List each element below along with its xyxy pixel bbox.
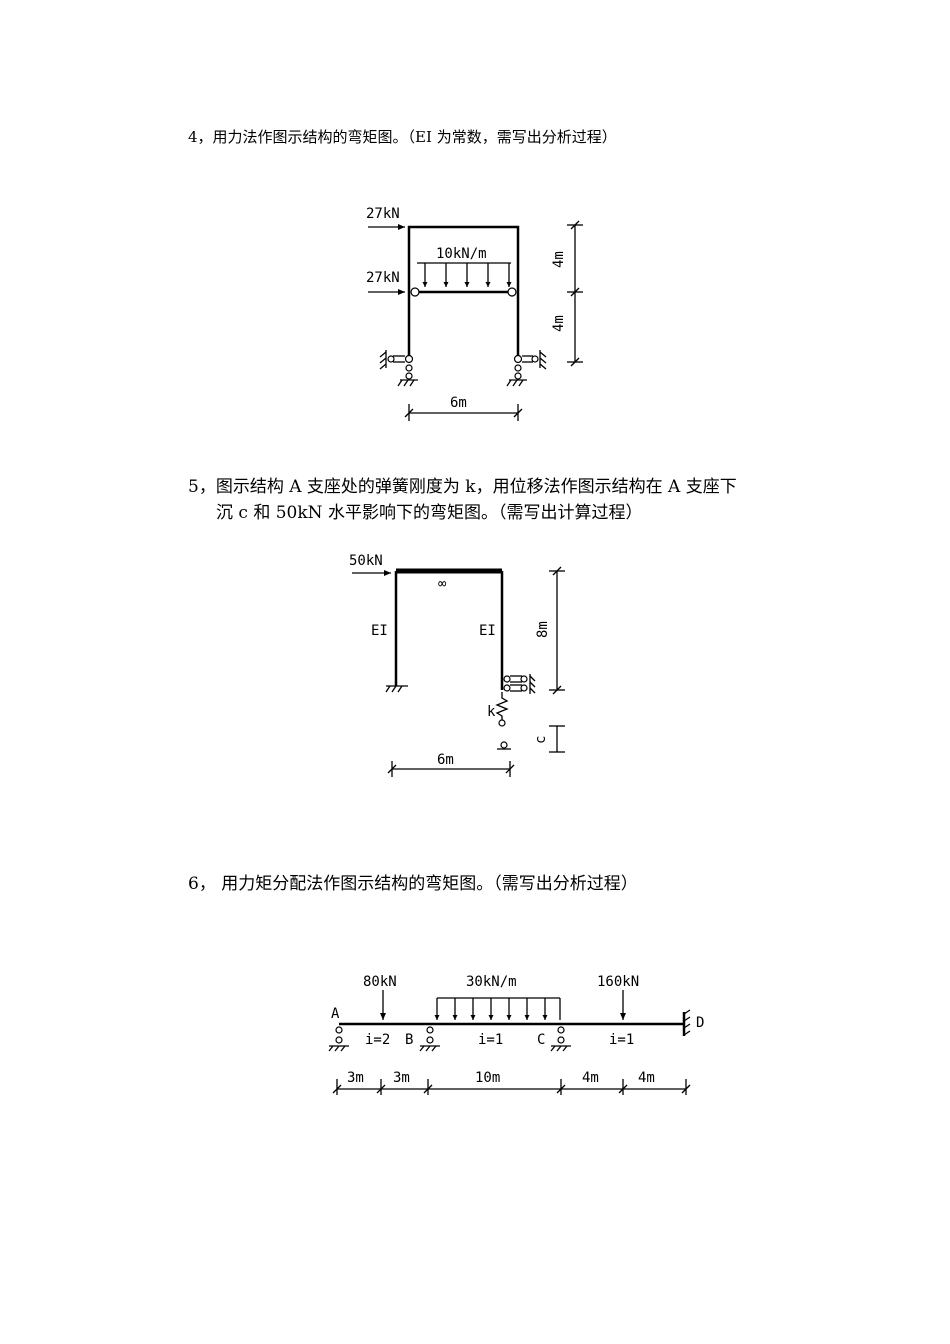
dist-load-4	[417, 262, 512, 287]
load-5-label: 50kN	[349, 553, 383, 569]
stiffness-ab-label: i=2	[365, 1032, 390, 1048]
frame-4	[407, 225, 520, 361]
point-load-1-label: 80kN	[363, 974, 397, 990]
stiffness-bc-label: i=1	[478, 1032, 503, 1048]
dist-load-6	[434, 997, 561, 1020]
dim-height-5	[549, 566, 565, 695]
support-c	[550, 1026, 571, 1052]
dim-horizontal-4	[404, 404, 523, 421]
dim-line-6	[332, 1079, 691, 1095]
support-right-4	[506, 350, 547, 387]
hinge-right-4	[507, 287, 517, 297]
infinity-label: ∞	[438, 576, 447, 592]
span-4-label: 6m	[450, 395, 467, 411]
settlement-label: c	[533, 736, 549, 744]
support-a	[328, 1026, 349, 1052]
load-top-4-label: 27kN	[366, 206, 400, 222]
stiffness-cd-label: i=1	[609, 1032, 634, 1048]
problem-5-diagram: ∞ EI EI 50kN	[349, 553, 565, 777]
dim-2-label: 3m	[393, 1070, 410, 1086]
problem-4-text: 4，用力法作图示结构的弯矩图。（EI 为常数，需写出分析过程）	[188, 128, 617, 146]
fixed-support-d	[682, 1009, 691, 1036]
ei-right-label: EI	[479, 623, 496, 639]
node-a-label: A	[331, 1006, 340, 1022]
dim-5-label: 4m	[638, 1070, 655, 1086]
problem-6-diagram: A B C D i=2 i=1 i=1 80kN 160kN 30kN/m	[328, 974, 704, 1095]
problem-6-text: 6， 用力矩分配法作图示结构的弯矩图。（需写出分析过程）	[188, 874, 638, 894]
dim-settlement-5	[549, 725, 565, 753]
dim-4-label: 4m	[582, 1070, 599, 1086]
dim-1-label: 3m	[347, 1070, 364, 1086]
problem-5-line2: 沉 c 和 50kN 水平影响下的弯矩图。（需写出计算过程）	[216, 503, 643, 523]
dim-span-5	[387, 761, 515, 777]
support-left-4	[379, 350, 418, 387]
dim-3-label: 10m	[475, 1070, 500, 1086]
node-b-label: B	[405, 1032, 413, 1048]
height-lower-4-label: 4m	[551, 315, 567, 332]
settled-support-5	[497, 741, 511, 750]
problem-5-line1: 5，图示结构 A 支座处的弹簧刚度为 k，用位移法作图示结构在 A 支座下	[188, 477, 737, 497]
load-mid-4-label: 27kN	[366, 270, 400, 286]
support-right-5	[503, 674, 536, 694]
height-upper-4-label: 4m	[551, 251, 567, 268]
node-d-label: D	[696, 1015, 704, 1031]
hinge-left-4	[410, 287, 420, 297]
height-5-label: 8m	[535, 621, 551, 638]
dist-load-6-label: 30kN/m	[466, 974, 517, 990]
ei-left-label: EI	[371, 623, 388, 639]
spring-5	[495, 692, 509, 727]
node-c-label: C	[537, 1032, 545, 1048]
problem-4-diagram: 10kN/m 27kN 27kN	[366, 206, 583, 421]
span-5-label: 6m	[437, 752, 454, 768]
point-load-2-label: 160kN	[597, 974, 639, 990]
problem-5-text: 5，图示结构 A 支座处的弹簧刚度为 k，用位移法作图示结构在 A 支座下 沉 …	[188, 474, 737, 526]
fixed-support-left-5	[385, 685, 408, 693]
support-b	[419, 1026, 440, 1052]
spring-label: k	[487, 704, 496, 720]
dist-load-4-label: 10kN/m	[436, 246, 487, 262]
dim-vertical-4	[567, 220, 583, 367]
